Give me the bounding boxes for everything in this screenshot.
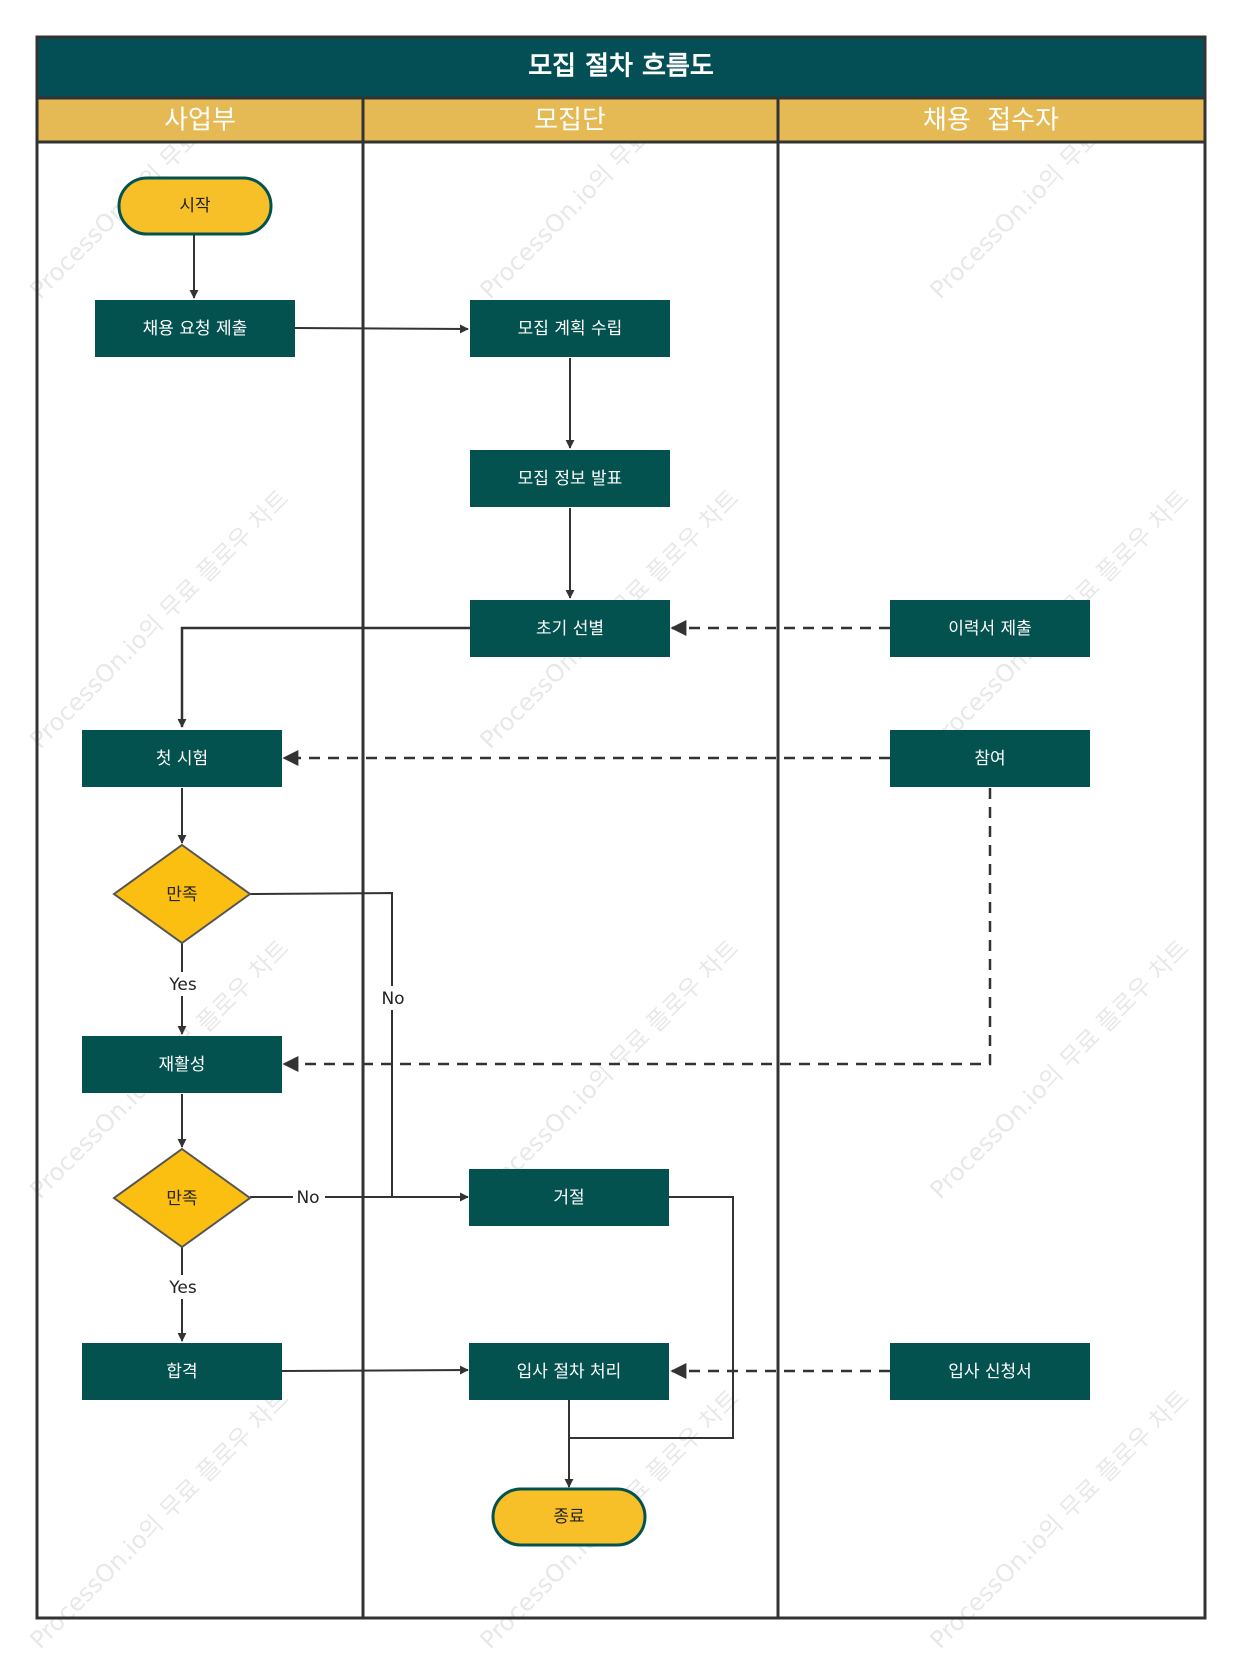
diagram-title: 모집 절차 흐름도	[528, 52, 714, 82]
node-plan: 모집 계획 수립	[470, 300, 670, 357]
edge-pass-to-onboarding	[281, 1365, 469, 1375]
node-onboarding-label: 입사 절차 처리	[517, 1362, 622, 1382]
edge-label-bg	[164, 1275, 202, 1299]
lane-header-business	[37, 98, 363, 142]
node-end: 종료	[491, 1487, 647, 1547]
edge-label-no-2: No	[296, 1188, 319, 1208]
node-screening: 초기 선별	[470, 600, 670, 657]
node-onboarding: 입사 절차 처리	[469, 1343, 669, 1400]
node-decision-1-label: 만족	[166, 885, 197, 905]
watermark-layer: ProcessOn.io의 무료 플로우 차트 ProcessOn.io의 무료…	[24, 34, 1194, 1654]
edge-label-bg	[293, 1186, 325, 1210]
node-reinterview-label: 재활성	[159, 1055, 206, 1075]
node-reinterview: 재활성	[82, 1036, 282, 1093]
node-submit-request-label: 채용 요청 제출	[143, 319, 248, 339]
lane-header-applicant	[778, 98, 1205, 142]
title-bar	[37, 37, 1205, 98]
connectors	[177, 235, 992, 1488]
edge-label-yes-1: Yes	[168, 975, 197, 995]
node-end-label: 종료	[553, 1507, 584, 1527]
lane-label-applicant: 채용 접수자	[923, 106, 1059, 136]
node-pass: 합격	[82, 1343, 282, 1400]
edge-reject-to-end	[569, 1196, 734, 1439]
watermark: ProcessOn.io의 무료 플로우 차트	[24, 1384, 294, 1654]
node-participate: 참여	[890, 730, 1090, 787]
node-decision-2-label: 만족	[166, 1189, 197, 1209]
lane-borders	[35, 35, 1207, 1620]
edge-request-to-plan	[294, 324, 469, 334]
node-application: 입사 신청서	[890, 1343, 1090, 1400]
node-reject: 거절	[469, 1169, 669, 1226]
node-resume: 이력서 제출	[890, 600, 1090, 657]
node-start-label: 시작	[179, 196, 211, 216]
watermark: ProcessOn.io의 무료 플로우 차트	[924, 1384, 1194, 1654]
node-participate-label: 참여	[974, 749, 1005, 769]
node-plan-label: 모집 계획 수립	[518, 319, 623, 339]
node-screening-label: 초기 선별	[536, 619, 604, 639]
edge-screening-to-first-test	[177, 626, 470, 728]
node-submit-request: 채용 요청 제출	[95, 300, 295, 357]
watermark: ProcessOn.io의 무료 플로우 차트	[24, 484, 294, 754]
node-decision-2: 만족	[112, 1147, 252, 1249]
node-announce-label: 모집 정보 발표	[518, 469, 623, 489]
edge-label-bg	[377, 986, 409, 1010]
node-first-test-label: 첫 시험	[156, 749, 208, 769]
edge-decision1-no	[249, 891, 469, 1202]
node-first-test: 첫 시험	[82, 730, 282, 787]
node-decision-1: 만족	[112, 843, 252, 945]
edge-label-no-1: No	[381, 989, 404, 1009]
node-application-label: 입사 신청서	[948, 1362, 1032, 1382]
node-pass-label: 합격	[166, 1362, 197, 1382]
node-resume-label: 이력서 제출	[948, 619, 1032, 639]
node-start: 시작	[117, 176, 273, 236]
lane-label-business: 사업부	[164, 106, 236, 136]
lane-label-recruiting: 모집단	[534, 106, 606, 136]
watermark: ProcessOn.io의 무료 플로우 차트	[474, 934, 744, 1204]
node-reject-label: 거절	[553, 1188, 584, 1208]
edge-label-bg	[164, 972, 202, 996]
lane-header-recruiting	[363, 98, 778, 142]
watermark: ProcessOn.io의 무료 플로우 차트	[924, 934, 1194, 1204]
edge-label-yes-2: Yes	[168, 1278, 197, 1298]
node-announce: 모집 정보 발표	[470, 450, 670, 507]
edge-participate-to-reinterview	[282, 788, 992, 1072]
